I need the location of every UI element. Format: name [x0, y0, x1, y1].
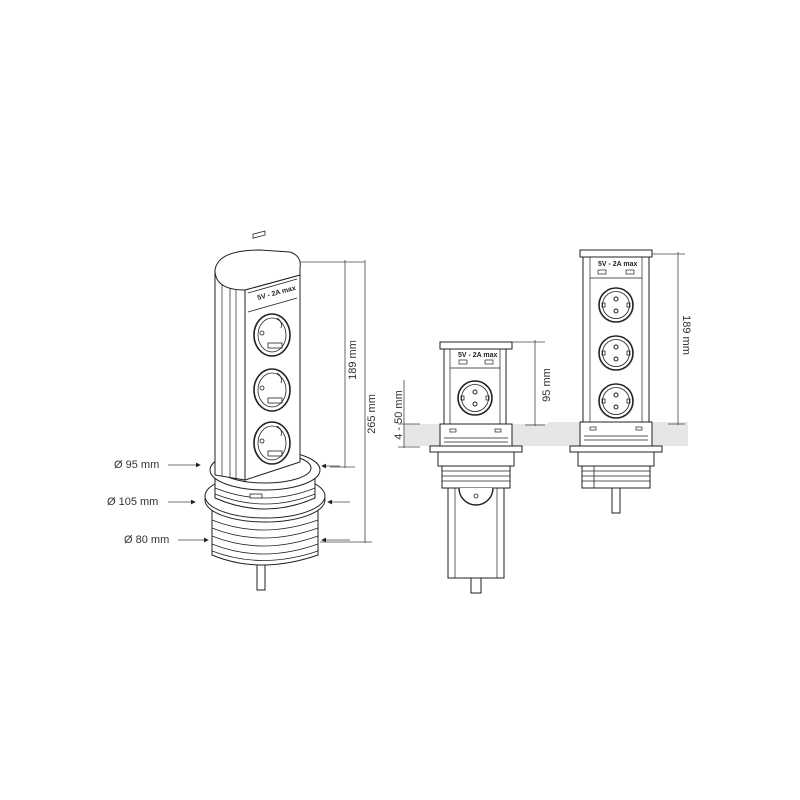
perspective-view	[204, 230, 326, 591]
dim-label-outer-ring: Ø 95 mm	[114, 459, 160, 471]
dim-label-thread: Ø 80 mm	[124, 534, 170, 546]
extended-view	[548, 249, 688, 514]
dim-label-flange: Ø 105 mm	[107, 496, 159, 508]
usb-label-retracted: 5V - 2A max	[458, 352, 498, 359]
usb-label-extended: 5V - 2A max	[598, 261, 638, 268]
retracted-view	[404, 341, 559, 594]
